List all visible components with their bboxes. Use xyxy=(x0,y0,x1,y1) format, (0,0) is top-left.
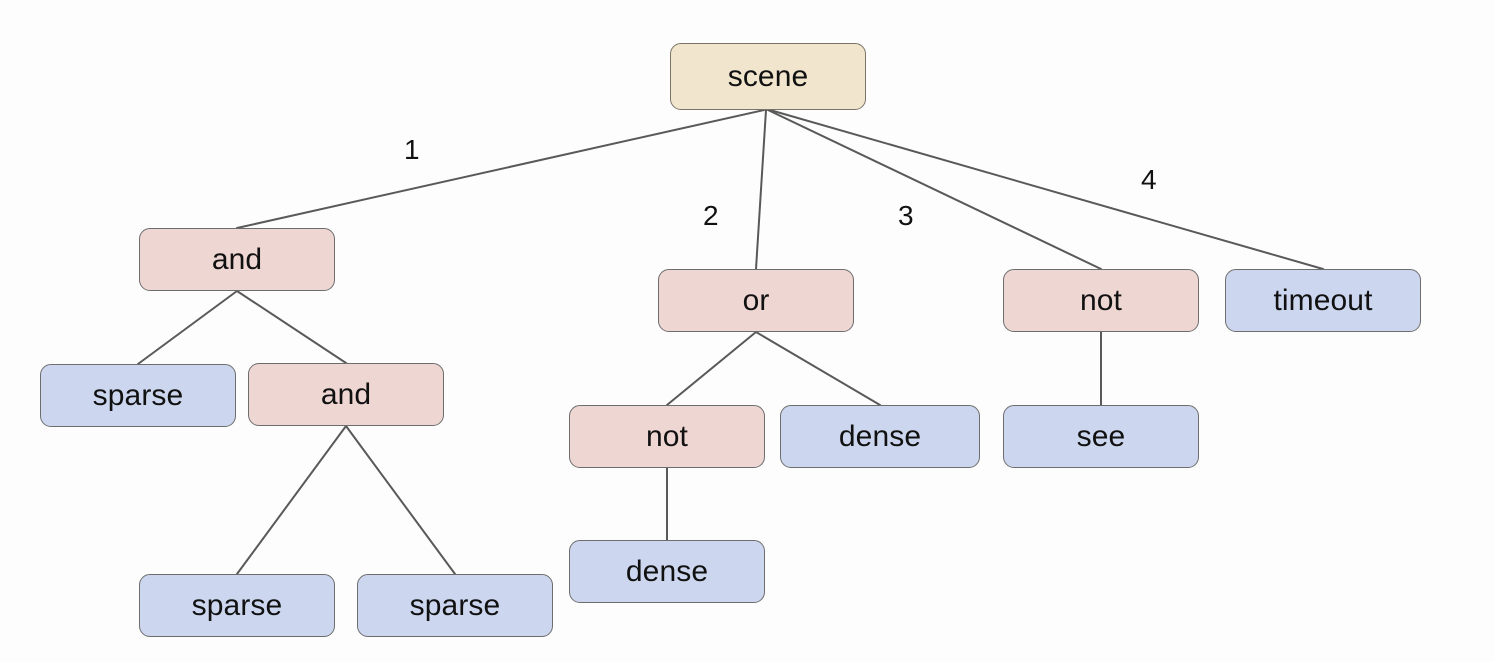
tree-edge-or1-to-dense1 xyxy=(755,331,881,406)
tree-node-sparse2[interactable]: sparse xyxy=(139,574,335,637)
tree-node-scene[interactable]: scene xyxy=(670,43,866,110)
tree-node-or1[interactable]: or xyxy=(658,269,854,332)
edge-label-4: 4 xyxy=(1141,164,1157,195)
tree-edge-and2-to-sparse3 xyxy=(345,425,456,575)
tree-edge-scene-to-and1 xyxy=(236,109,765,229)
tree-node-see1[interactable]: see xyxy=(1003,405,1199,468)
edge-label-1: 1 xyxy=(404,134,420,165)
tree-edge-or1-to-not2 xyxy=(666,331,757,406)
tree-node-and1[interactable]: and xyxy=(139,228,335,291)
tree-node-not2[interactable]: not xyxy=(569,405,765,468)
tree-node-sparse1[interactable]: sparse xyxy=(40,364,236,427)
edge-label-3: 3 xyxy=(898,200,914,231)
tree-edge-and1-to-sparse1 xyxy=(137,290,238,365)
tree-edge-and2-to-sparse2 xyxy=(236,425,347,575)
tree-node-dense2[interactable]: dense xyxy=(569,540,765,603)
tree-node-and2[interactable]: and xyxy=(248,363,444,426)
tree-edge-scene-to-timeout1 xyxy=(769,109,1324,270)
tree-node-sparse3[interactable]: sparse xyxy=(357,574,553,637)
tree-edge-scene-to-not1 xyxy=(767,109,1102,270)
tree-edge-scene-to-or1 xyxy=(755,109,767,270)
tree-node-not1[interactable]: not xyxy=(1003,269,1199,332)
edge-label-2: 2 xyxy=(703,200,719,231)
tree-edge-and1-to-and2 xyxy=(236,290,347,364)
tree-node-timeout1[interactable]: timeout xyxy=(1225,269,1421,332)
tree-node-dense1[interactable]: dense xyxy=(780,405,980,468)
